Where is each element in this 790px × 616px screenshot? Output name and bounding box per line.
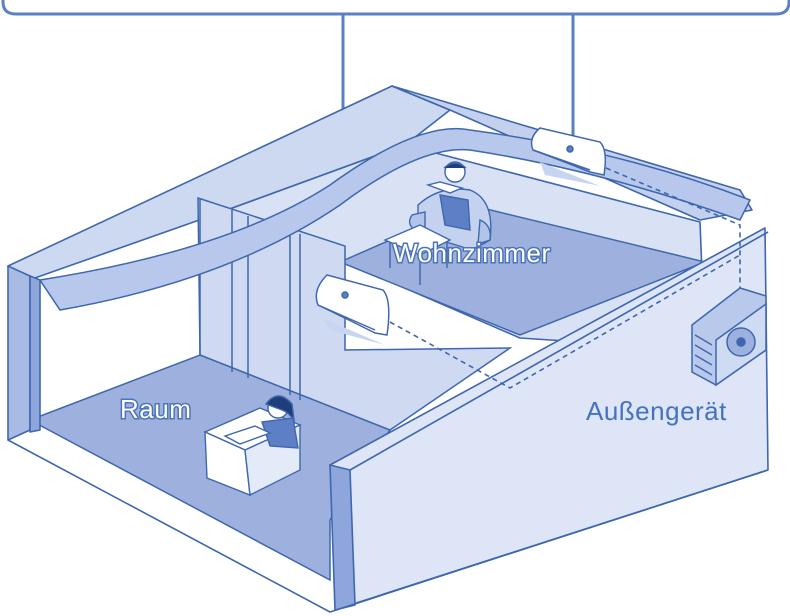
outdoor-unit-label: Außengerät: [586, 396, 727, 426]
refrigerant-pipes: [389, 167, 741, 389]
living-room-label: Wohnzimmer: [392, 237, 552, 270]
roof-curve: [38, 127, 752, 311]
room-scene: [203, 395, 302, 497]
room-label: Raum: [118, 393, 192, 426]
indoor-unit-living: [530, 127, 607, 186]
living-room-scene: [383, 161, 492, 285]
base-outline: [7, 439, 769, 613]
coffee-table: [383, 224, 452, 256]
front-left-wall: [7, 265, 41, 441]
indoor-unit-room: [315, 274, 390, 345]
callout-frame: [1, 0, 790, 16]
outdoor-unit: [691, 287, 767, 387]
